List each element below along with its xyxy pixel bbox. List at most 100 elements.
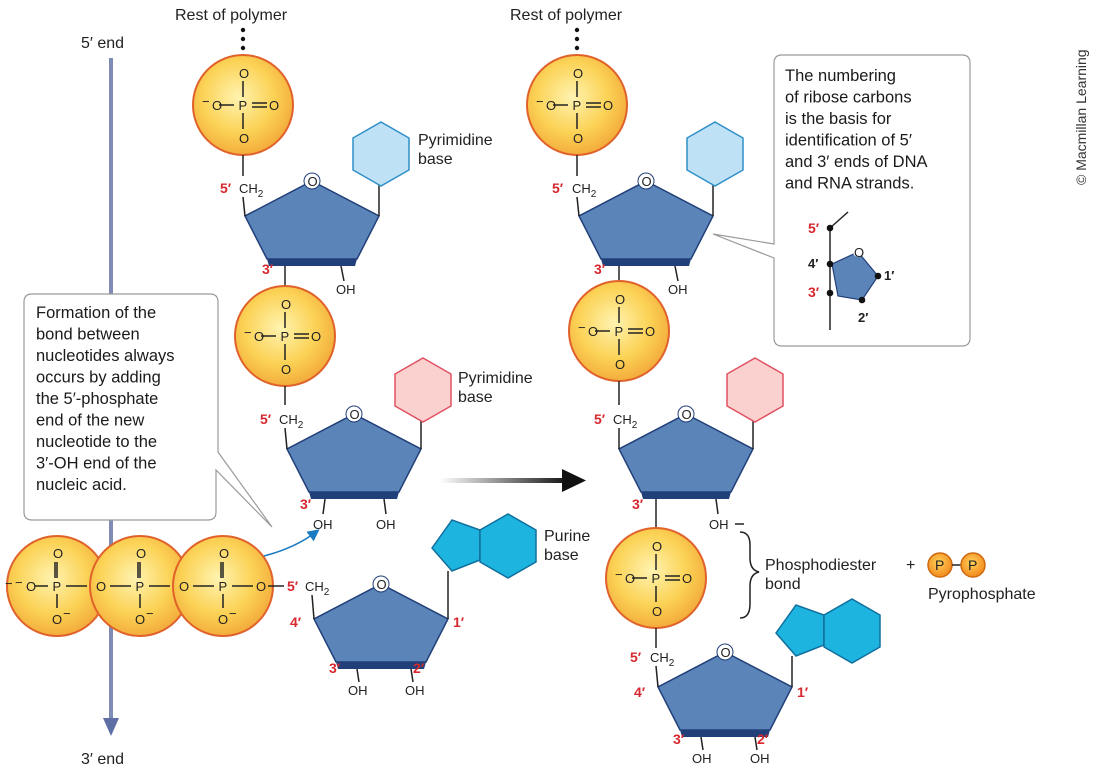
svg-text:O: O (854, 245, 864, 260)
svg-text:P: P (239, 98, 248, 113)
svg-text:O: O (645, 324, 655, 339)
svg-text:O: O (311, 329, 321, 344)
right-callout: The numbering of ribose carbons is the b… (712, 54, 971, 347)
prime-label: 3′ (673, 731, 685, 747)
prime-label: 1′ (797, 684, 809, 700)
svg-text:CH2: CH2 (305, 579, 330, 598)
hydroxyl-label: OH (376, 517, 396, 532)
prime-label: 3′ (594, 261, 606, 277)
svg-text:−: − (229, 606, 237, 621)
ribose-sugar: O (577, 172, 715, 266)
prime-label: 3′ (329, 660, 341, 676)
hydroxyl-label: OH (668, 282, 688, 297)
prime-label: 3′ (262, 261, 274, 277)
prime-label: 3′ (632, 496, 644, 512)
svg-text:O: O (615, 292, 625, 307)
hydroxyl-label: OH (348, 683, 368, 698)
svg-text:O: O (546, 98, 556, 113)
svg-text:O: O (219, 546, 229, 561)
svg-text:P: P (652, 571, 661, 586)
svg-text:−: − (244, 325, 252, 340)
svg-text:O: O (52, 612, 62, 627)
prime-label: 5′ (594, 411, 606, 427)
prime-label: 2′ (757, 731, 769, 747)
hydroxyl-label: OH (313, 517, 333, 532)
svg-text:O: O (254, 329, 264, 344)
ribose-sugar: O (312, 575, 450, 669)
phosphate-group: O P O O − O (526, 54, 628, 156)
svg-text:O: O (96, 579, 106, 594)
svg-text:O: O (573, 131, 583, 146)
ribose-sugar: O (243, 172, 381, 266)
svg-text:O: O (212, 98, 222, 113)
svg-text:CH2: CH2 (613, 412, 638, 431)
left-callout: Formation of the bond between nucleotide… (23, 293, 273, 528)
svg-text:P: P (53, 579, 62, 594)
svg-text:CH2: CH2 (572, 181, 597, 200)
pyrophosphate-icon: P P (927, 552, 986, 578)
svg-text:O: O (308, 174, 318, 189)
svg-text:O: O (256, 579, 266, 594)
prime-label: 4′ (290, 614, 302, 630)
svg-text:O: O (615, 357, 625, 372)
svg-text:The numbering of ribose: The numbering of ribose carbons is the b… (785, 67, 931, 193)
svg-text:O: O (269, 98, 279, 113)
svg-text:3′: 3′ (808, 284, 820, 300)
mini-ribose-diagram: O 5′ 4′ 3′ 1′ 2′ (808, 211, 894, 330)
prime-label: 5′ (260, 411, 272, 427)
rest-of-polymer-left: Rest of polymer (175, 7, 288, 24)
hydroxyl-label: OH (709, 517, 729, 532)
five-prime-end-label: 5′ end (81, 35, 124, 52)
prime-label: 2′ (413, 660, 425, 676)
svg-text:O: O (179, 579, 189, 594)
phosphate-group: O P O O − O (605, 527, 707, 629)
triphosphate-group: O P O − O − O P O O − O (6, 535, 284, 637)
svg-text:O: O (588, 324, 598, 339)
svg-text:P: P (968, 557, 977, 573)
svg-text:O: O (642, 174, 652, 189)
pyrimidine-base-pink (726, 357, 784, 423)
svg-text:4′: 4′ (808, 256, 818, 271)
pyrimidine-base-blue (686, 121, 744, 187)
svg-text:O: O (573, 66, 583, 81)
prime-label: 1′ (453, 614, 465, 630)
svg-text:P: P (615, 324, 624, 339)
svg-text:Formation of the bond be: Formation of the bond between nucleotide… (36, 304, 179, 494)
three-prime-end-label: 3′ end (81, 751, 124, 768)
svg-text:O: O (218, 612, 228, 627)
prime-label: 4′ (634, 684, 646, 700)
pyrophosphate-label: Pyrophosphate (928, 586, 1036, 603)
svg-text:O: O (652, 539, 662, 554)
phosphodiester-bracket (739, 531, 760, 619)
svg-text:1′: 1′ (884, 268, 894, 283)
bond-formation-arrow (263, 529, 320, 557)
ribose-sugar: O (285, 405, 423, 499)
svg-text:O: O (53, 546, 63, 561)
svg-text:P: P (281, 329, 290, 344)
svg-text:O: O (239, 66, 249, 81)
svg-text:O: O (377, 577, 387, 592)
prime-label: 5′ (220, 180, 232, 196)
svg-text:O: O (350, 407, 360, 422)
phosphate-group: O P O O − O (568, 280, 670, 382)
svg-text:2′: 2′ (858, 310, 868, 325)
svg-text:−: − (146, 606, 154, 621)
svg-text:O: O (26, 579, 36, 594)
hydroxyl-label: OH (336, 282, 356, 297)
svg-text:O: O (136, 546, 146, 561)
hydroxyl-label: OH (692, 751, 712, 766)
rest-of-polymer-right: Rest of polymer (510, 7, 623, 24)
purine-base (431, 513, 537, 579)
svg-text:P: P (219, 579, 228, 594)
reaction-arrow (440, 469, 586, 492)
svg-text:O: O (682, 571, 692, 586)
svg-text:CH2: CH2 (239, 181, 264, 200)
svg-text:CH2: CH2 (650, 650, 675, 669)
prime-label: 3′ (300, 496, 312, 512)
svg-text:O: O (281, 362, 291, 377)
svg-text:P: P (573, 98, 582, 113)
